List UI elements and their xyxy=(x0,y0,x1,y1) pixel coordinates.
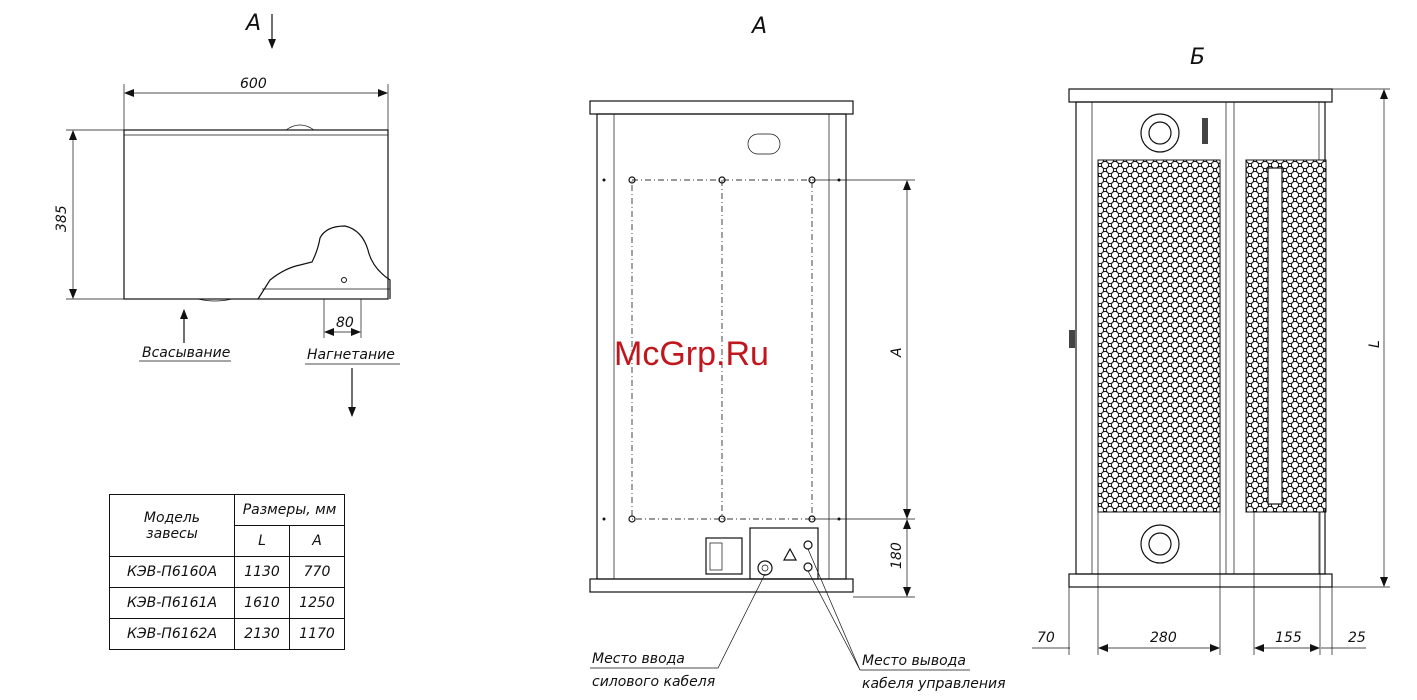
table-row: КЭВ-П6160А 1130 770 xyxy=(110,557,345,588)
control-gland-icon xyxy=(804,563,812,571)
dimensions-table: Модель завесы Размеры, мм L А КЭВ-П6160А… xyxy=(109,494,345,650)
power-gland-inner xyxy=(762,565,768,571)
table-row: КЭВ-П6162А 2130 1170 xyxy=(110,619,345,650)
l-cell: 1130 xyxy=(235,557,290,588)
screw-icon xyxy=(603,518,606,521)
screw-icon xyxy=(603,179,606,182)
control-exit-leader xyxy=(808,571,860,670)
dimension-280: 280 xyxy=(1150,630,1177,646)
front-view-title: Б xyxy=(1190,45,1205,70)
l-dimension: L xyxy=(1367,340,1383,348)
a-dimension: А xyxy=(889,347,905,358)
power-gland-icon xyxy=(758,561,772,575)
dimensions-group-header: Размеры, мм xyxy=(235,495,345,526)
rear-view-title: А xyxy=(750,14,767,39)
a-cell: 1170 xyxy=(290,619,345,650)
top-flange xyxy=(1069,89,1332,102)
top-flange xyxy=(590,101,853,114)
control-exit-label-2: кабеля управления xyxy=(862,676,1006,692)
model-cell: КЭВ-П6160А xyxy=(110,557,235,588)
bolt-icon xyxy=(342,278,347,283)
table-header-row: Модель завесы Размеры, мм xyxy=(110,495,345,526)
model-cell: КЭВ-П6162А xyxy=(110,619,235,650)
unit-body-outline xyxy=(124,130,388,299)
offset-dimension: 180 xyxy=(889,542,905,569)
inspection-port-icon xyxy=(1141,114,1179,152)
warning-icon xyxy=(784,549,796,560)
control-exit-label-1: Место вывода xyxy=(862,653,966,669)
l-column-header: L xyxy=(235,526,290,557)
handle-cutout xyxy=(748,134,780,154)
fan-housing-outline xyxy=(258,226,390,299)
outlet-grille xyxy=(1246,160,1326,512)
a-cell: 770 xyxy=(290,557,345,588)
brand-plate xyxy=(1202,118,1208,144)
power-entry-label-2: силового кабеля xyxy=(592,674,715,690)
l-cell: 2130 xyxy=(235,619,290,650)
height-dimension: 385 xyxy=(54,205,70,232)
table-row: КЭВ-П6161А 1610 1250 xyxy=(110,588,345,619)
intake-grille xyxy=(1098,160,1220,512)
nameplate-window xyxy=(710,543,722,570)
a-cell: 1250 xyxy=(290,588,345,619)
side-view: А 600 385 80 Всасывание Нагнетание xyxy=(54,11,400,416)
watermark: McGrp.Ru xyxy=(614,335,769,373)
intake-label: Всасывание xyxy=(142,345,230,361)
side-view-arrow-label: А xyxy=(244,11,261,36)
inspection-port-inner xyxy=(1149,533,1171,555)
model-column-header: Модель завесы xyxy=(110,495,235,557)
top-mount xyxy=(286,125,314,130)
dimension-155: 155 xyxy=(1275,630,1302,646)
dimension-25: 25 xyxy=(1348,630,1366,646)
front-view: Б L 70 280 155 25 xyxy=(1032,45,1390,655)
a-column-header: А xyxy=(290,526,345,557)
inspection-port-inner xyxy=(1149,122,1171,144)
power-entry-label-1: Место ввода xyxy=(592,651,685,667)
control-gland-icon xyxy=(804,541,812,549)
width-dimension: 600 xyxy=(240,76,267,92)
control-exit-leader xyxy=(808,549,860,670)
model-cell: КЭВ-П6161А xyxy=(110,588,235,619)
bottom-flange xyxy=(1069,574,1332,587)
discharge-label: Нагнетание xyxy=(307,347,395,363)
nameplate xyxy=(706,538,742,574)
inspection-port-icon xyxy=(1141,525,1179,563)
outlet-nozzle xyxy=(1268,168,1282,504)
l-cell: 1610 xyxy=(235,588,290,619)
outlet-dimension: 80 xyxy=(336,315,354,331)
side-label xyxy=(1069,330,1075,348)
dimension-70: 70 xyxy=(1037,630,1055,646)
